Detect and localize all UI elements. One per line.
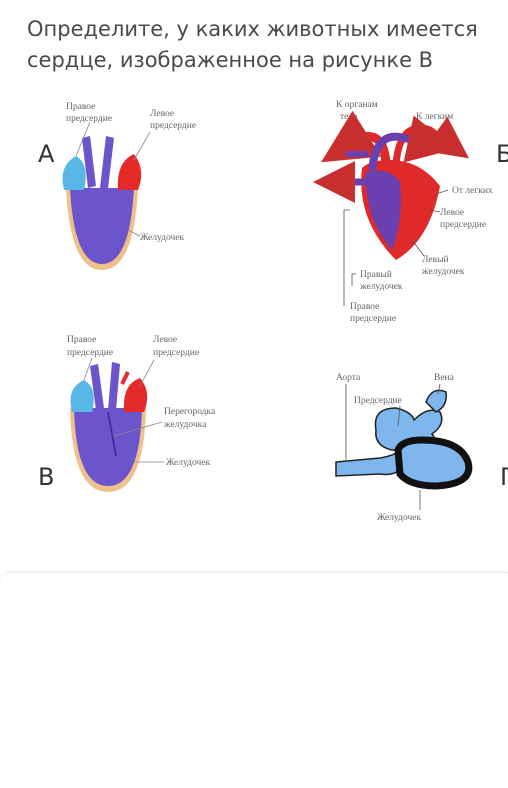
panel-b-left-ventricle-label-1: Левый [422,254,449,265]
panel-a-right-atrium [62,156,86,190]
panel-g-atrium-label: Предсердие [354,396,402,406]
panel-v-septum [107,411,117,457]
panel-a-ventricle [70,188,134,264]
panel-g-ventricle [394,436,473,490]
panel-v-left-atrium [123,378,148,412]
question-text: Определите, у каких животных имеется сер… [27,17,478,72]
panel-a-ventricle-label: Желудочек [140,233,184,243]
panel-b-left-ventricle-label-2: желудочек [421,267,465,277]
panel-b-right-ventricle-label-2: желудочек [359,282,403,292]
panel-b-left-atrium-label-1: Левое [440,208,464,218]
panel-b-left-atrium-label-2: предсердие [440,220,486,230]
panel-a-letter: А [38,140,55,168]
panel-a-left-atrium-label-1: Левое [150,109,174,119]
panel-g-vein-label: Вена [434,373,455,383]
panel-g-ventricle-label: Желудочек [377,513,421,523]
heart-diagrams: А Правое предсердие Левое предсердие Жел… [38,100,508,523]
panel-b-from-lungs-label: От легких [452,186,493,196]
panel-v-septum-label-2: желудочка [163,420,207,430]
panel-a-right-atrium-label-1: Правое [66,102,95,112]
panel-b-right-atrium-label-1: Правое [350,302,379,312]
panel-a-left-atrium-label-2: предсердие [150,121,196,131]
panel-b: Б К органам тела К легким От легких Лево… [313,100,508,324]
panel-b-letter: Б [496,140,508,168]
panel-g-vein [425,389,448,413]
panel-v-septum-label-1: Перегородка [164,407,216,417]
panel-a-right-atrium-label-2: предсердие [66,114,112,124]
panel-v-ventricle [74,408,142,486]
panel-a: А Правое предсердие Левое предсердие Жел… [38,102,196,270]
panel-v-ventricle-label: Желудочек [166,458,210,468]
panel-g-letter: Г [500,463,508,491]
panel-b-to-lungs-label: К легким [416,112,453,122]
answer-card [0,572,508,788]
panel-v-left-atrium-label-1: Левое [153,335,177,345]
panel-b-right-atrium-label-2: предсердие [350,314,396,324]
panel-v-right-atrium-label-2: предсердие [67,348,113,358]
panel-v-right-atrium-label-1: Правое [67,335,96,345]
panel-g-aorta-label: Аорта [336,373,361,383]
panel-v: В Правое предсердие Левое предсердие Пер… [38,335,216,492]
panel-v-letter: В [38,463,54,491]
panel-b-right-side [365,170,401,250]
panel-a-left-atrium [117,154,142,190]
panel-b-to-body-label-1: К органам [336,100,378,110]
panel-g: Г Аорта Вена Предсердие Желудочек [335,373,508,523]
panel-b-to-body-label-2: тела [340,112,358,122]
panel-b-right-ventricle-label-1: Правый [360,269,392,280]
panel-v-left-atrium-label-2: предсердие [153,348,199,358]
panel-v-right-atrium [70,380,94,412]
